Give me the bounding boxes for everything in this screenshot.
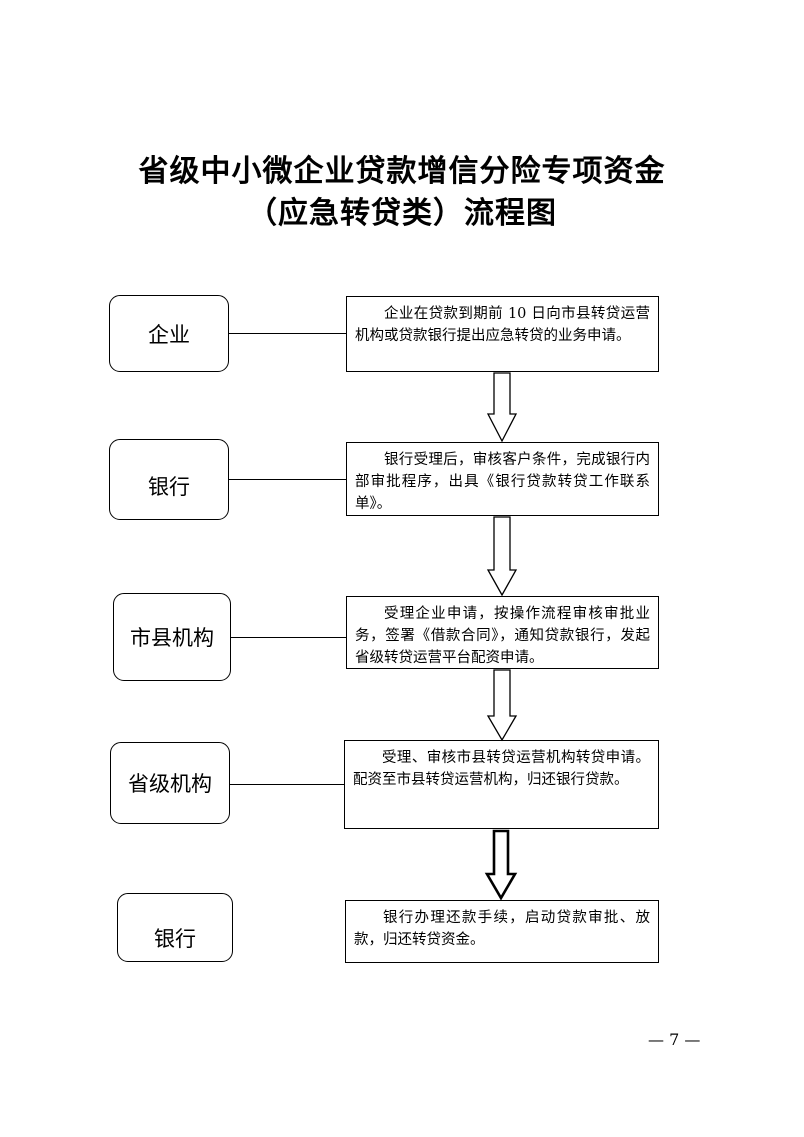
actor-box-provincial-agency: 省级机构 [110, 742, 230, 824]
page-number: — 7 — [648, 1030, 701, 1049]
down-arrow-icon [486, 516, 518, 597]
connector-line [231, 637, 346, 638]
step-box-4: 受理、审核市县转贷运营机构转贷申请。配资至市县转贷运营机构，归还银行贷款。 [344, 740, 659, 829]
step-text: 受理企业申请，按操作流程审核审批业务，签署《借款合同》，通知贷款银行，发起省级转… [355, 606, 650, 666]
actor-label: 省级机构 [128, 772, 212, 796]
actor-box-city-county-agency: 市县机构 [113, 593, 231, 681]
actor-label: 银行 [148, 475, 190, 499]
step-box-5: 银行办理还款手续，启动贷款审批、放款，归还转贷资金。 [345, 900, 659, 963]
actor-box-bank: 银行 [109, 439, 229, 520]
actor-label: 市县机构 [130, 626, 214, 650]
step-box-2: 银行受理后，审核客户条件，完成银行内部审批程序，出具《银行贷款转贷工作联系单》。 [346, 442, 659, 516]
step-text: 受理、审核市县转贷运营机构转贷申请。配资至市县转贷运营机构，归还银行贷款。 [353, 750, 650, 788]
connector-line [229, 333, 346, 334]
step-text: 企业在贷款到期前 10 日向市县转贷运营机构或贷款银行提出应急转贷的业务申请。 [355, 306, 650, 344]
diagram-title-line-2: （应急转贷类）流程图 [247, 196, 557, 231]
diagram-title-line-1: 省级中小微企业贷款增信分险专项资金 [138, 154, 666, 189]
down-arrow-icon [484, 829, 518, 901]
actor-label: 企业 [148, 322, 190, 347]
down-arrow-icon [486, 669, 518, 742]
down-arrow-icon [486, 372, 518, 443]
step-box-1: 企业在贷款到期前 10 日向市县转贷运营机构或贷款银行提出应急转贷的业务申请。 [346, 296, 659, 372]
actor-label: 银行 [154, 927, 196, 951]
step-text: 银行受理后，审核客户条件，完成银行内部审批程序，出具《银行贷款转贷工作联系单》。 [355, 452, 650, 512]
connector-line [230, 784, 344, 785]
step-box-3: 受理企业申请，按操作流程审核审批业务，签署《借款合同》，通知贷款银行，发起省级转… [346, 596, 659, 669]
actor-box-bank-final: 银行 [117, 893, 233, 962]
step-text: 银行办理还款手续，启动贷款审批、放款，归还转贷资金。 [354, 910, 650, 948]
actor-box-enterprise: 企业 [109, 295, 229, 372]
connector-line [229, 479, 346, 480]
